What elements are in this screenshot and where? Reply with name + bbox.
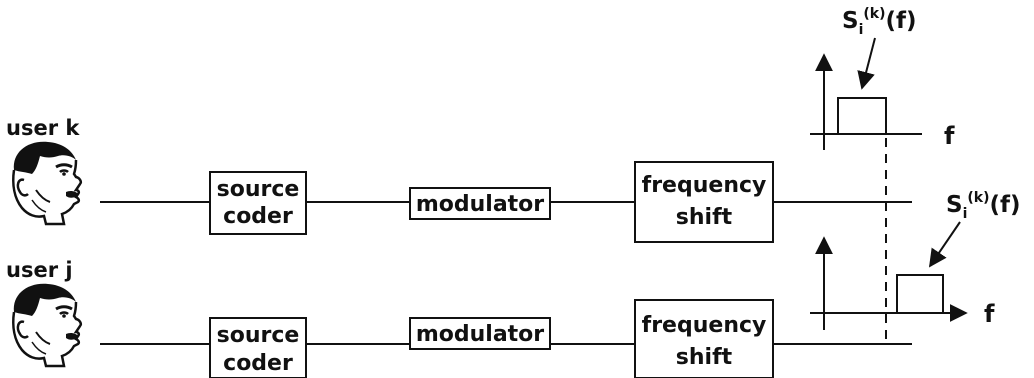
source-coder-label-line2-j: coder [223, 351, 293, 376]
source-coder-box-j [209, 317, 307, 378]
row-user-k: user k source coder modulator frequency … [6, 116, 912, 243]
spectrum-k-band [837, 97, 887, 135]
modulator-label-j: modulator [416, 322, 544, 347]
spectrum-plot-k: Si(k)(f) f [810, 6, 955, 150]
frequency-shift-label-line1-k: frequency [642, 173, 767, 198]
modulator-label-k: modulator [416, 192, 544, 217]
frequency-shift-label-line2-k: shift [676, 205, 733, 230]
frequency-shift-label-line2-j: shift [676, 345, 733, 370]
source-coder-label-line1-k: source [217, 177, 300, 202]
user-j-label: user j [6, 258, 73, 282]
spectrum-j-axis-label: f [984, 300, 995, 328]
source-coder-label-line2-k: coder [223, 204, 293, 229]
spectrum-j-pointer-arrow [928, 221, 961, 268]
speaking-head-icon [11, 140, 83, 226]
spectrum-k-label: Si(k)(f) [842, 6, 917, 38]
spectrum-k-pointer-arrow [857, 37, 876, 90]
spectrum-j-label: Si(k)(f) [946, 190, 1021, 222]
user-k-label: user k [6, 116, 80, 140]
speaking-head-icon [11, 282, 83, 368]
spectrum-j-band [896, 274, 944, 314]
frequency-shift-label-line1-j: frequency [642, 313, 767, 338]
source-coder-label-line1-j: source [217, 323, 300, 348]
row-user-j: user j source coder modulator frequency … [6, 258, 912, 378]
modulator-box-k [409, 187, 551, 220]
frequency-shift-box-j [634, 299, 774, 378]
modulator-box-j [409, 317, 551, 350]
source-coder-box-k [209, 171, 307, 235]
spectrum-plot-j: Si(k)(f) f [810, 190, 1021, 330]
frequency-shift-box-k [634, 161, 774, 243]
spectrum-k-axis-label: f [944, 122, 955, 150]
